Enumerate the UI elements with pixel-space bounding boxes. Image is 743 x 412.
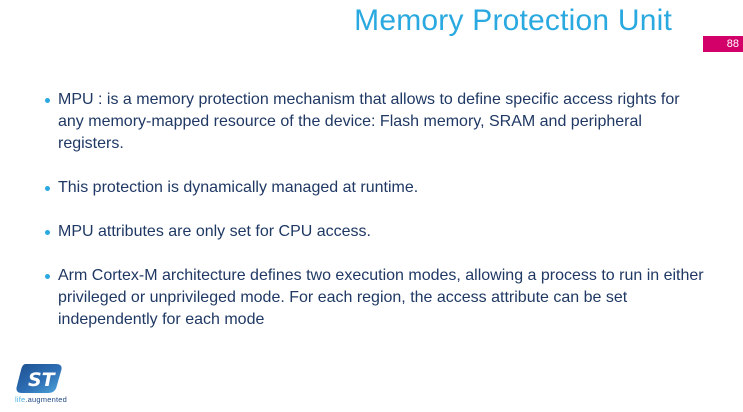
st-logo-icon: ST <box>16 364 62 393</box>
slide-title: Memory Protection Unit <box>354 4 672 37</box>
page-number: 88 <box>726 38 739 50</box>
bullet-item: Arm Cortex-M architecture defines two ex… <box>45 265 710 331</box>
tagline-life: life <box>15 395 26 404</box>
st-tagline: life.augmented <box>15 395 75 404</box>
bullet-dot-icon <box>45 230 50 235</box>
st-logo: ST life.augmented <box>15 363 75 404</box>
st-logo-monogram: ST <box>28 369 57 391</box>
bullet-item: This protection is dynamically managed a… <box>45 177 710 199</box>
bullet-list: MPU : is a memory protection mechanism t… <box>45 89 710 331</box>
bullet-dot-icon <box>45 98 50 103</box>
bullet-text: MPU attributes are only set for CPU acce… <box>58 223 371 240</box>
page-number-badge: 88 <box>703 36 743 52</box>
tagline-augmented: .augmented <box>25 395 68 404</box>
bullet-dot-icon <box>45 274 50 279</box>
bullet-text: Arm Cortex-M architecture defines two ex… <box>58 267 704 328</box>
bullet-item: MPU : is a memory protection mechanism t… <box>45 89 710 155</box>
bullet-text: This protection is dynamically managed a… <box>58 179 419 196</box>
bullet-text: MPU : is a memory protection mechanism t… <box>58 91 680 152</box>
bullet-item: MPU attributes are only set for CPU acce… <box>45 221 710 243</box>
bullet-dot-icon <box>45 186 50 191</box>
